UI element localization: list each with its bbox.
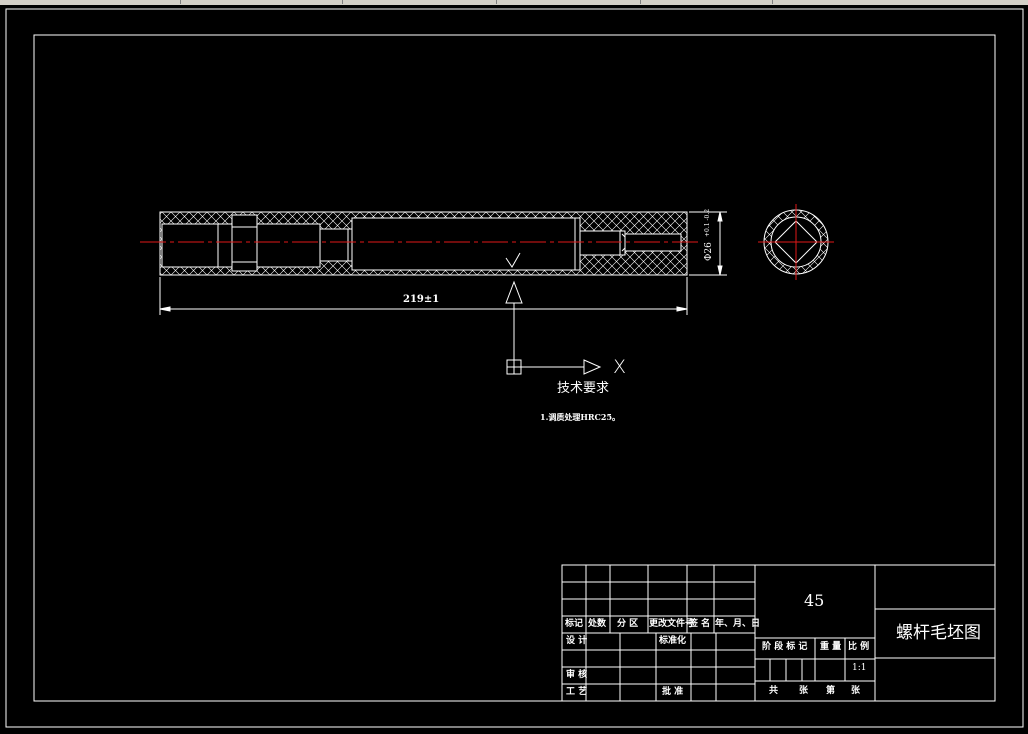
tb-footer-number: 第 <box>826 686 836 696</box>
tb-standardize: 标准化 <box>659 636 687 646</box>
tb-header-mark: 标记 <box>565 619 584 629</box>
length-dimension-label: 219±1 <box>403 294 440 305</box>
window-toolbar-strip <box>0 0 1028 5</box>
title-block <box>561 564 996 702</box>
cad-drawing-canvas[interactable]: 219±1 Φ26 +0.1 -0.2 Y X 技术要求 1.调质处理HRC25… <box>0 5 1028 730</box>
tb-review: 审 核 <box>566 670 588 680</box>
sheet-outer-border <box>5 8 1024 728</box>
material-value: 45 <box>804 591 825 610</box>
tb-scale-value: 1:1 <box>852 663 867 673</box>
tb-footer-total: 共 <box>769 686 779 696</box>
tb-header-change-doc: 更改文件号 <box>649 619 695 629</box>
toolbar-segment[interactable] <box>0 0 181 4</box>
technical-requirements-title: 技术要求 <box>557 381 610 396</box>
tb-process: 工 艺 <box>566 687 588 697</box>
shaft-end-view <box>758 204 834 280</box>
tb-footer-sheets: 张 <box>799 686 809 696</box>
tb-stage-mark: 阶 段 标 记 <box>762 642 808 652</box>
tb-scale-label: 比 例 <box>848 642 870 652</box>
tb-header-count: 处数 <box>588 619 607 629</box>
roughness-symbol <box>505 252 521 268</box>
tb-header-date: 年、月、日 <box>715 619 761 629</box>
tb-header-signature: 签 名 <box>689 619 711 629</box>
ucs-x-label: X <box>613 356 627 378</box>
toolbar-segment[interactable] <box>346 0 497 4</box>
toolbar-segment[interactable] <box>182 0 343 4</box>
toolbar-segment[interactable] <box>500 0 641 4</box>
toolbar-segment[interactable] <box>646 0 773 4</box>
diameter-dimension-label: Φ26 <box>704 242 714 261</box>
length-dimension <box>159 277 688 315</box>
sheet-inner-frame <box>33 34 996 702</box>
tb-footer-sheet: 张 <box>851 686 861 696</box>
diameter-dimension <box>689 211 727 276</box>
tb-header-zone: 分 区 <box>617 619 639 629</box>
tb-approve: 批 准 <box>662 687 684 697</box>
diameter-tolerance-label: +0.1 -0.2 <box>704 208 711 237</box>
part-name: 螺杆毛坯图 <box>896 623 981 643</box>
ucs-icon <box>505 280 602 375</box>
ucs-y-label: Y <box>508 253 513 261</box>
shaft-main-view <box>159 211 688 276</box>
tb-weight: 重 量 <box>820 642 842 652</box>
tb-design: 设 计 <box>566 636 588 646</box>
cad-drawing <box>5 8 1024 728</box>
technical-requirement-note: 1.调质处理HRC25。 <box>540 412 621 422</box>
